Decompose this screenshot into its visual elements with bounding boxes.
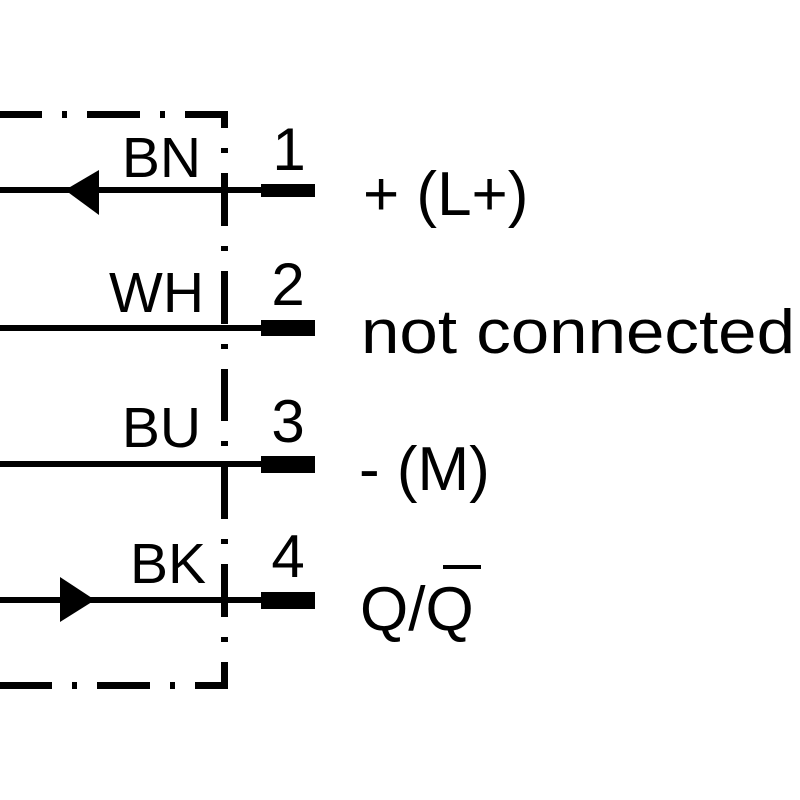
pin-4-overline — [443, 565, 481, 569]
pin-2-number: 2 — [271, 251, 304, 318]
housing-border-bottom-dash — [195, 682, 228, 689]
pin-4-arrow-outward-icon — [60, 577, 95, 622]
housing-border-right-dot — [221, 539, 228, 544]
pin-2-wire-color: WH — [109, 261, 204, 325]
pin-4-terminal — [261, 592, 315, 609]
housing-border-bottom-dot — [72, 682, 77, 689]
housing-border-right-dash — [221, 111, 228, 128]
pin-4: BK 4 Q/Q — [0, 523, 481, 644]
housing-border-right-dash — [221, 369, 228, 421]
pin-1-number: 1 — [272, 116, 305, 183]
pin-2-wire — [0, 325, 262, 331]
pin-4-wire-color: BK — [130, 532, 206, 596]
housing-border-right-dash — [221, 173, 228, 226]
pin-3-wire — [0, 461, 262, 467]
pin-4-number: 4 — [271, 523, 304, 590]
pin-3: BU 3 - (M) — [0, 388, 490, 504]
pin-1-arrow-inward-icon — [65, 170, 99, 215]
pin-3-number: 3 — [271, 388, 304, 455]
pin-1: BN 1 + (L+) — [0, 116, 528, 229]
pin-1-signal: + (L+) — [363, 160, 528, 229]
pin-2-signal: not connected — [361, 298, 795, 367]
pin-4-signal-prefix: Q/ — [360, 575, 426, 644]
pin-3-terminal — [261, 456, 315, 473]
pin-2-terminal — [261, 320, 315, 336]
pin-1-wire-color: BN — [122, 126, 201, 190]
housing-border-right-dash — [221, 271, 228, 324]
pin-1-terminal — [261, 184, 315, 197]
pin-4-signal-overlined: Q — [425, 575, 473, 644]
housing-border-bottom-dot — [170, 682, 175, 689]
housing-border-right-dash — [221, 564, 228, 617]
housing-border-top-dash — [0, 111, 42, 118]
housing-border-right-dot — [221, 246, 228, 251]
housing-border-right-dot — [221, 637, 228, 642]
housing-border-top-dot — [62, 111, 67, 118]
housing-border-right-dash — [221, 466, 228, 519]
pin-4-signal: Q/Q — [360, 575, 474, 644]
housing-border-right-dash — [221, 662, 228, 689]
pin-1-wire — [0, 187, 262, 193]
housing-border-bottom-dash — [97, 682, 150, 689]
housing-border — [0, 111, 228, 689]
housing-border-top-dash — [87, 111, 140, 118]
housing-border-bottom-dash — [0, 682, 52, 689]
housing-border-top-dash — [185, 111, 228, 118]
housing-border-right-dot — [221, 344, 228, 349]
pin-3-signal: - (M) — [359, 435, 490, 504]
pin-4-wire — [0, 597, 262, 603]
housing-border-right-dot — [221, 148, 228, 153]
pin-2: WH 2 not connected — [0, 251, 795, 367]
pin-3-wire-color: BU — [122, 396, 201, 460]
housing-border-right-dot — [221, 441, 228, 446]
housing-border-top-dot — [160, 111, 165, 118]
